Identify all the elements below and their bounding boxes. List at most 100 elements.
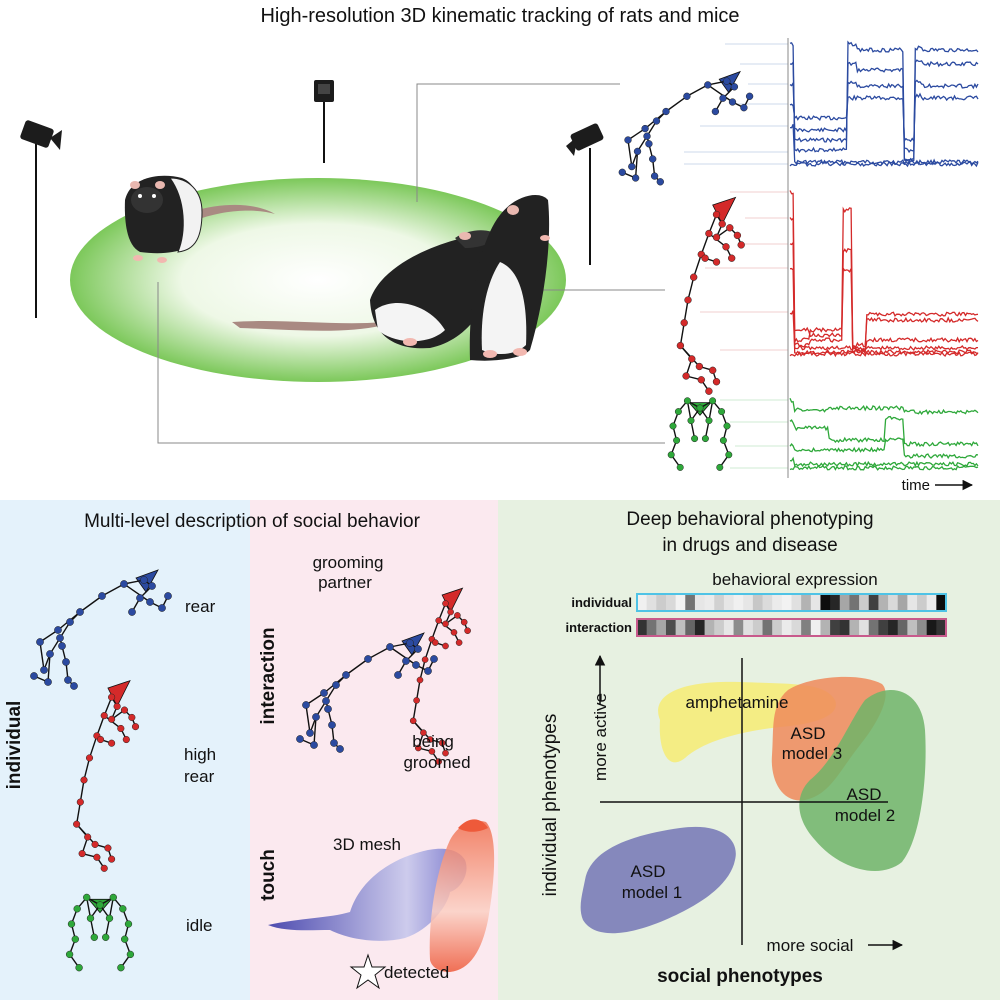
being-groomed-line1: being (412, 732, 454, 751)
heat-cell (723, 619, 734, 636)
heat-cell (646, 619, 657, 636)
traces-red (789, 190, 979, 358)
heat-cell (714, 594, 725, 611)
traces-blue (789, 40, 979, 168)
trace-guides-green (720, 399, 788, 469)
heat-cell (733, 594, 744, 611)
heat-cell (839, 619, 850, 636)
traces-green (789, 398, 979, 471)
heat-cell (637, 619, 648, 636)
heat-cell (801, 594, 812, 611)
heat-row-border (636, 618, 947, 637)
heat-cell (675, 619, 686, 636)
heat-cell (859, 594, 870, 611)
heat-cell (762, 594, 773, 611)
heat-cell (868, 619, 879, 636)
heat-cell (656, 619, 667, 636)
heat-cell (878, 594, 889, 611)
heat-cell (810, 594, 821, 611)
heat-cell (791, 594, 802, 611)
heat-cell (830, 594, 841, 611)
mesh-label: 3D mesh (333, 835, 401, 854)
cluster-asd2 (799, 690, 926, 871)
heat-cell (926, 619, 937, 636)
y-axis-arrow-label: more active (591, 693, 610, 781)
cluster-label-asd3-line2: model 3 (782, 744, 842, 763)
heat-cell (723, 594, 734, 611)
heat-cell (897, 594, 908, 611)
heat-cell (888, 619, 899, 636)
heat-cell (772, 594, 783, 611)
x-axis-title: social phenotypes (657, 966, 823, 987)
heat-cell (917, 594, 928, 611)
grooming-partner-line1: grooming (313, 553, 384, 572)
skeleton-individual-high-rear (73, 679, 140, 872)
cluster-label-asd1-line1: ASD (631, 862, 666, 881)
detected-label: detected (384, 963, 449, 982)
heat-cell (646, 594, 657, 611)
camera-top-icon (314, 80, 334, 163)
skeleton-interaction-groomer (296, 632, 438, 753)
rat-right-pair (232, 195, 550, 361)
heat-cell (752, 594, 763, 611)
heat-cell (849, 619, 860, 636)
pose-label-idle: idle (186, 916, 212, 935)
multilevel-title: Multi-level description of social behavi… (84, 511, 420, 532)
heat-cell (743, 594, 754, 611)
skeleton-blue-rear (618, 70, 754, 186)
heat-cell (637, 594, 648, 611)
phenotyping-title-line1: Deep behavioral phenotyping (626, 509, 873, 530)
heat-cell (859, 619, 870, 636)
skeleton-individual-rear (30, 569, 172, 690)
heat-cell (694, 619, 705, 636)
touch-label: touch (258, 849, 279, 901)
interaction-section-label: interaction (258, 627, 279, 724)
heat-cell (791, 619, 802, 636)
x-axis-arrow-label: more social (767, 936, 854, 955)
mesh-rats (268, 819, 495, 972)
heat-cell (897, 619, 908, 636)
y-axis-title: individual phenotypes (540, 714, 561, 897)
heat-cell (936, 594, 947, 611)
heat-cell (733, 619, 744, 636)
figure-title: High-resolution 3D kinematic tracking of… (260, 5, 739, 27)
pose-label-rear: rear (185, 597, 216, 616)
being-groomed-line2: groomed (403, 753, 470, 772)
heat-cell (820, 619, 831, 636)
heat-cell (781, 594, 792, 611)
heat-cell (704, 619, 715, 636)
heat-cell (694, 594, 705, 611)
heat-cell (714, 619, 725, 636)
phenotyping-title-line2: in drugs and disease (662, 535, 837, 556)
individual-label: individual (4, 701, 25, 790)
heat-cell (917, 619, 928, 636)
trace-guides-red (700, 191, 788, 351)
skeleton-red-high-rear (676, 196, 745, 395)
camera-left-icon (20, 120, 62, 318)
heat-cell (704, 594, 715, 611)
heat-cell (936, 619, 947, 636)
heat-cell (781, 619, 792, 636)
heat-cell (665, 594, 677, 611)
expression-row-label-interaction: interaction (566, 620, 633, 635)
heat-cell (849, 594, 860, 611)
heat-cell (810, 619, 821, 636)
heat-cell (907, 619, 918, 636)
time-label: time (902, 477, 930, 494)
pose-label-rear-2: rear (184, 767, 215, 786)
heat-cell (868, 594, 879, 611)
heat-cell (878, 619, 889, 636)
cluster-asd1 (580, 826, 736, 934)
heat-cell (907, 594, 918, 611)
skeleton-interaction-groomed (409, 587, 471, 765)
skeleton-individual-idle (65, 893, 135, 972)
heat-cell (752, 619, 763, 636)
cluster-label-asd2-line1: ASD (847, 785, 882, 804)
cluster-label-amphetamine: amphetamine (685, 693, 788, 712)
heat-row-border (636, 593, 947, 612)
heat-cell (888, 594, 899, 611)
skeleton-green-idle (667, 397, 733, 471)
heat-cell (685, 619, 696, 636)
